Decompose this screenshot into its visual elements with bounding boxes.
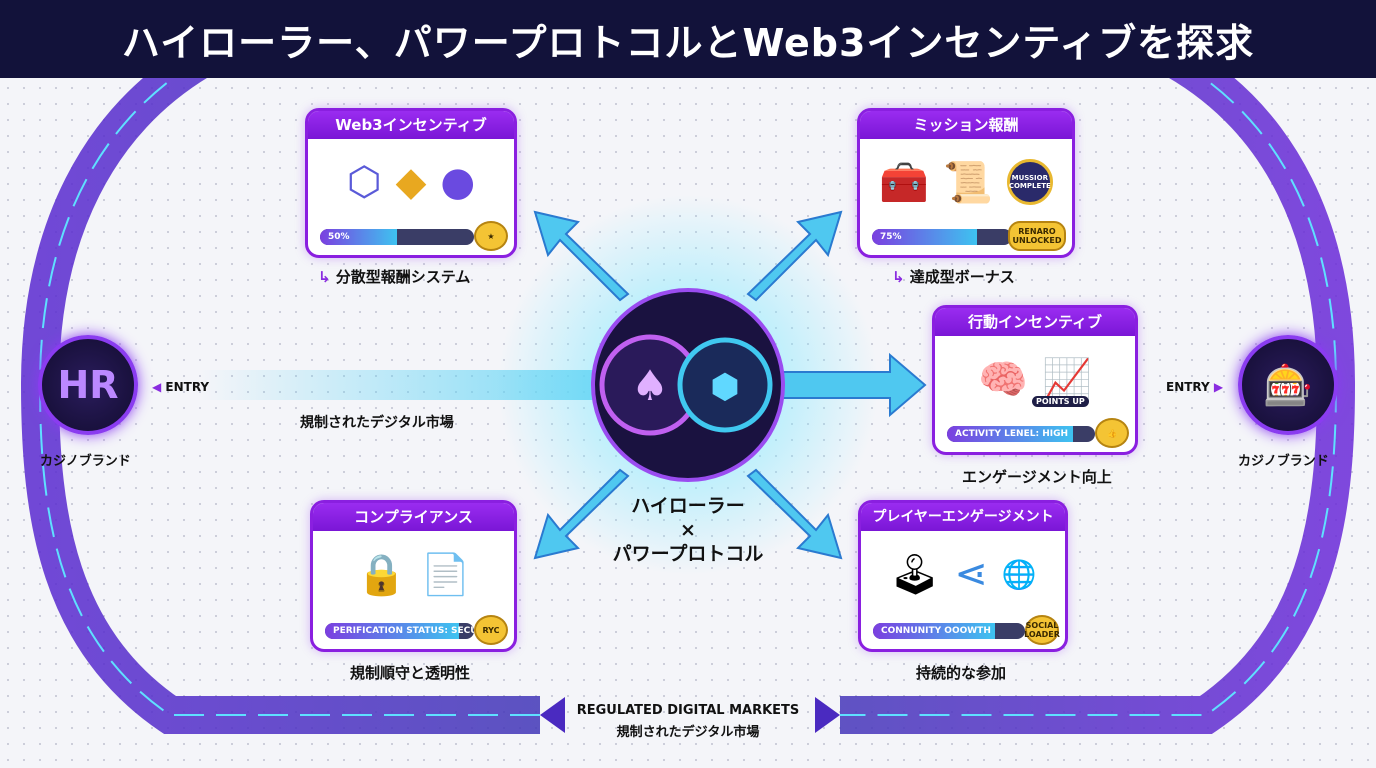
card-title: ミッション報酬 <box>860 111 1072 139</box>
caption-text: エンゲージメント向上 <box>962 468 1112 486</box>
card-caption: ↳ 達成型ボーナス <box>892 266 1015 287</box>
progress-bar: CONNUNITY OOOWTH <box>873 623 1025 639</box>
center-title: ハイローラー × パワープロトコル <box>588 494 788 566</box>
reward-unlocked-badge: RENARO UNLOCKED <box>1008 221 1066 251</box>
card-web3-incentive: Web3インセンティブ ⬡ ◆ ● 50% ★ <box>305 108 517 258</box>
center-line-1: ハイローラー <box>631 495 745 517</box>
slot-machine-icon: 🎰 <box>1263 362 1313 409</box>
card-title: Web3インセンティブ <box>308 111 514 139</box>
card-behavior-incentive: 行動インセンティブ 🧠📈POINTS UP ACTIVITY LENEL: HI… <box>932 305 1138 455</box>
progress-bar: 75% <box>872 229 1012 245</box>
ring-arrow-right <box>815 697 840 733</box>
kyc-badge: RYC <box>474 615 508 645</box>
thumbs-up-badge-icon: 👍 <box>1095 418 1129 448</box>
network-token-icon: ● <box>440 159 476 205</box>
bottom-label-en: REGULATED DIGITAL MARKETS <box>576 703 800 718</box>
caption-text: 持続的な参加 <box>916 664 1007 682</box>
card-caption: ↳ 分散型報酬システム <box>318 266 470 287</box>
social-badge: SOCIAL LOADER <box>1024 615 1060 645</box>
ring-arrow-left <box>540 697 565 733</box>
shield-lock-icon: 🔒 <box>356 551 407 598</box>
card-title: 行動インセンティブ <box>935 308 1135 336</box>
card-caption: 規制順守と透明性 <box>350 662 470 683</box>
casino-brand-logo-right: 🎰 <box>1238 335 1338 435</box>
globe-users-icon: 🌐 <box>1001 557 1037 591</box>
protocol-chip-icon <box>677 337 773 433</box>
center-line-3: パワープロトコル <box>612 543 764 565</box>
casino-brand-logo-left: HR <box>38 335 138 435</box>
corner-arrow-icon: ↳ <box>318 268 336 286</box>
joystick-icon: 🕹 <box>889 551 941 598</box>
card-title: プレイヤーエンゲージメント <box>861 503 1065 531</box>
entry-arrow-icon: ▶ <box>1209 380 1224 394</box>
caption-text: 達成型ボーナス <box>909 268 1015 286</box>
progress-bar: PERIFICATION STATUS: SECURE <box>325 623 474 639</box>
progress-fill: 75% <box>872 229 977 245</box>
hr-logo-icon: HR <box>57 363 119 407</box>
ethereum-coin-icon: ◆ <box>395 159 427 205</box>
bottom-label-ja: 規制されたデジタル市場 <box>616 725 760 740</box>
right-brand-label: カジノブランド <box>1238 454 1329 469</box>
brain-gears-icon: 🧠 <box>978 356 1028 403</box>
arrow-down-left <box>533 468 630 560</box>
card-caption: エンゲージメント向上 <box>962 466 1112 487</box>
card-caption: 持続的な参加 <box>916 662 1006 683</box>
card-player-engagement: プレイヤーエンゲージメント 🕹 ⋖ 🌐 CONNUNITY OOOWTH SOCIA… <box>858 500 1068 652</box>
treasure-chest-icon: 🧰 <box>879 159 929 206</box>
entry-arrow-icon: ◀ <box>152 380 166 394</box>
svg-text:♠: ♠ <box>631 361 669 410</box>
card-mission-reward: ミッション報酬 🧰 📜 MUSSIOR COMPLETE 75% RENARO UN… <box>857 108 1075 258</box>
signed-document-icon: 📄 <box>420 551 471 598</box>
progress-fill: PERIFICATION STATUS: SECURE <box>325 623 474 639</box>
checklist-icon: 📜 <box>943 159 993 206</box>
caption-text: 規制順守と透明性 <box>350 664 471 682</box>
progress-bar: 50% <box>320 229 474 245</box>
card-title: コンプライアンス <box>313 503 514 531</box>
center-line-2: × <box>680 519 696 541</box>
mission-medal-icon: MUSSIOR COMPLETE <box>1006 159 1053 205</box>
left-brand-label: カジノブランド <box>40 454 131 469</box>
progress-fill: CONNUNITY OOOWTH <box>873 623 995 639</box>
svg-text:⬢: ⬢ <box>710 367 740 407</box>
arrow-down-right <box>746 468 843 560</box>
blockchain-icon: ⬡ <box>346 159 382 205</box>
corner-arrow-icon: ↳ <box>892 268 910 286</box>
beam-label: 規制されたデジタル市場 <box>300 415 454 431</box>
share-icon: ⋖ <box>954 551 988 597</box>
arrow-up-right <box>746 210 843 302</box>
progress-bar: ACTIVITY LENEL: HIGH <box>947 426 1095 442</box>
right-entry-label: ENTRY <box>1166 380 1210 394</box>
points-up-tag: POINTS UP <box>1032 395 1089 407</box>
progress-fill: 50% <box>320 229 397 245</box>
arrow-up-left <box>533 210 630 302</box>
star-badge-icon: ★ <box>474 221 508 251</box>
page-title: ハイローラー、パワープロトコルとWeb3インセンティブを探求 <box>0 0 1376 78</box>
card-compliance: コンプライアンス 🔒📄 PERIFICATION STATUS: SECURE … <box>310 500 517 652</box>
growth-chart-icon: 📈POINTS UP <box>1032 356 1092 407</box>
caption-text: 分散型報酬システム <box>335 268 471 286</box>
left-entry-label: ENTRY <box>165 380 210 394</box>
progress-fill: ACTIVITY LENEL: HIGH <box>947 426 1073 442</box>
